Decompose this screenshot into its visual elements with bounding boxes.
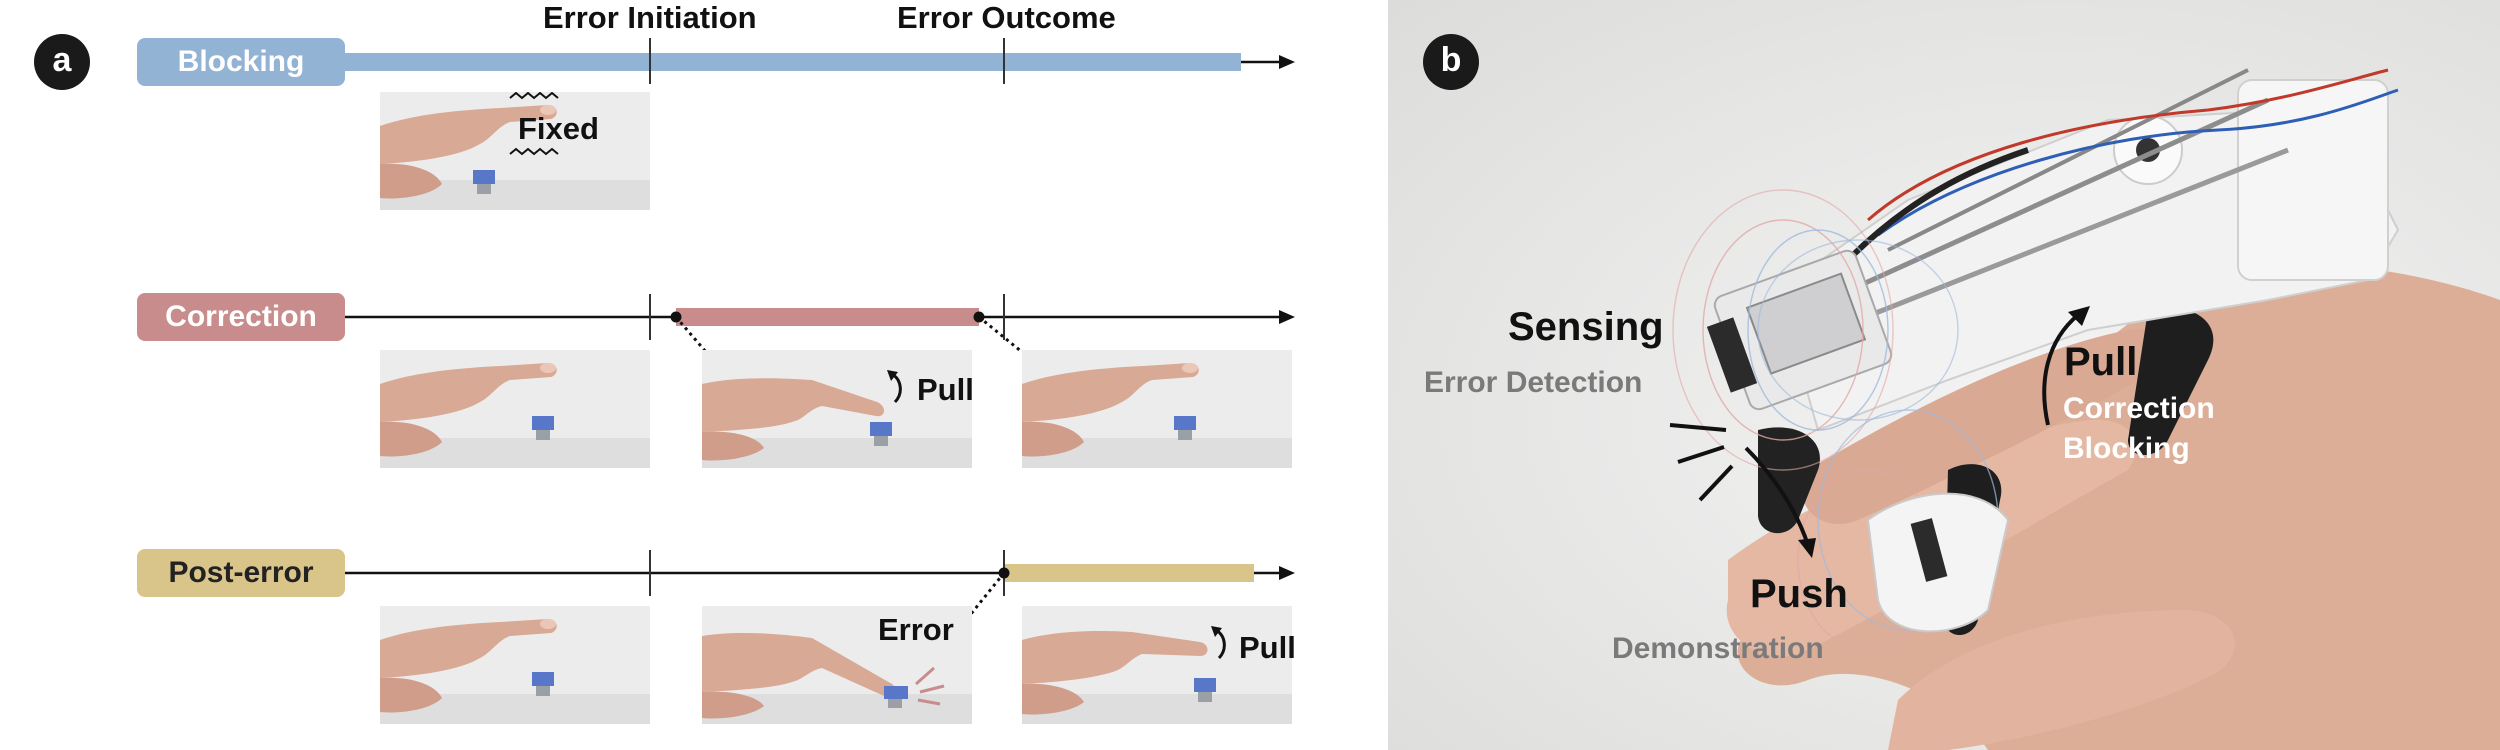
correction-active-bar <box>676 308 979 326</box>
push-subtitle: Demonstration <box>1612 632 1824 665</box>
post-error-photo-before <box>380 606 650 724</box>
timeline-lines <box>340 38 1295 631</box>
correction-start-leader <box>674 316 708 353</box>
correction-photo-after <box>1022 350 1292 468</box>
panel-b: b Sensing Error Detection Pull Correctio… <box>1388 0 2500 750</box>
sensing-title: Sensing <box>1508 305 1664 349</box>
blocking-photo <box>380 92 650 210</box>
pull-title: Pull <box>2064 340 2138 384</box>
panel-a-badge: a <box>34 34 90 90</box>
blocking-label: Blocking <box>137 38 345 86</box>
correction-arrowhead <box>1279 310 1295 324</box>
post-error-active-bar <box>1004 564 1254 582</box>
panel-a: a Error Initiation Error Outcome Blockin… <box>34 0 1296 724</box>
fixed-annotation: Fixed <box>518 111 599 146</box>
device-illustration <box>1669 68 2500 750</box>
sensing-subtitle: Error Detection <box>1424 366 1643 399</box>
error-outcome-header: Error Outcome <box>897 0 1116 35</box>
correction-photo-before <box>380 350 650 468</box>
post-error-photo-error <box>702 606 972 724</box>
post-error-photo-pull <box>1022 606 1292 724</box>
push-title: Push <box>1750 572 1848 616</box>
error-initiation-header: Error Initiation <box>543 0 757 35</box>
correction-end-leader <box>978 315 1023 354</box>
post-error-arrowhead <box>1279 566 1295 580</box>
correction-pull-annotation: Pull <box>917 372 974 407</box>
pull-subtitle-blocking: Blocking <box>2063 432 2190 465</box>
panel-b-badge: b <box>1423 34 1479 90</box>
correction-label: Correction <box>137 293 345 341</box>
correction-photo-pull <box>702 350 972 468</box>
blocking-arrowhead <box>1279 55 1295 69</box>
blocking-active-bar <box>340 53 1241 71</box>
post-error-pull-annotation: Pull <box>1239 630 1296 665</box>
pull-subtitle-correction: Correction <box>2063 392 2215 425</box>
post-error-leader <box>956 572 1006 631</box>
error-annotation: Error <box>878 612 954 647</box>
post-error-label: Post-error <box>137 549 345 597</box>
